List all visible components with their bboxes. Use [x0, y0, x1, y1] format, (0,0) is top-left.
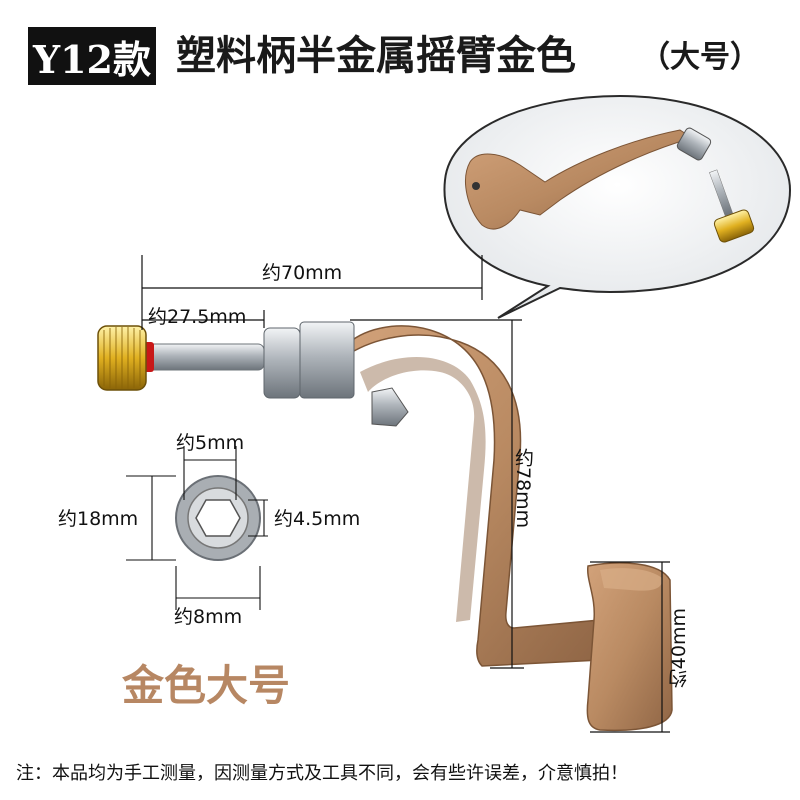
- dim-hole-diameter: 约8mm: [174, 606, 243, 628]
- dim-outer-diameter: 约18mm: [58, 508, 139, 530]
- model-badge: Y12款: [28, 27, 156, 85]
- dim-height: 约78mm: [512, 448, 534, 529]
- measurement-footnote: 注：本品均为手工测量，因测量方式及工具不同，会有些许误差，介意慎拍！: [16, 763, 628, 784]
- hex-socket-diagram: [126, 446, 268, 610]
- zoom-speech-bubble: [443, 94, 792, 319]
- bubble-arm-icon: [465, 127, 755, 243]
- crank-arm-product-photo: [97, 321, 673, 732]
- dim-hex-inner-width: 约5mm: [176, 432, 245, 454]
- dim-knob-width: 约40mm: [668, 608, 690, 689]
- variant-label: 金色大号: [122, 661, 291, 710]
- product-title: 塑料柄半金属摇臂金色: [176, 32, 576, 79]
- dim-hex-inner-diag: 约4.5mm: [274, 508, 361, 530]
- dim-shaft-length: 约27.5mm: [148, 306, 247, 328]
- dim-total-length: 约70mm: [262, 262, 343, 284]
- dimension-lines: [141, 255, 670, 733]
- product-size-suffix: （大号）: [640, 40, 760, 75]
